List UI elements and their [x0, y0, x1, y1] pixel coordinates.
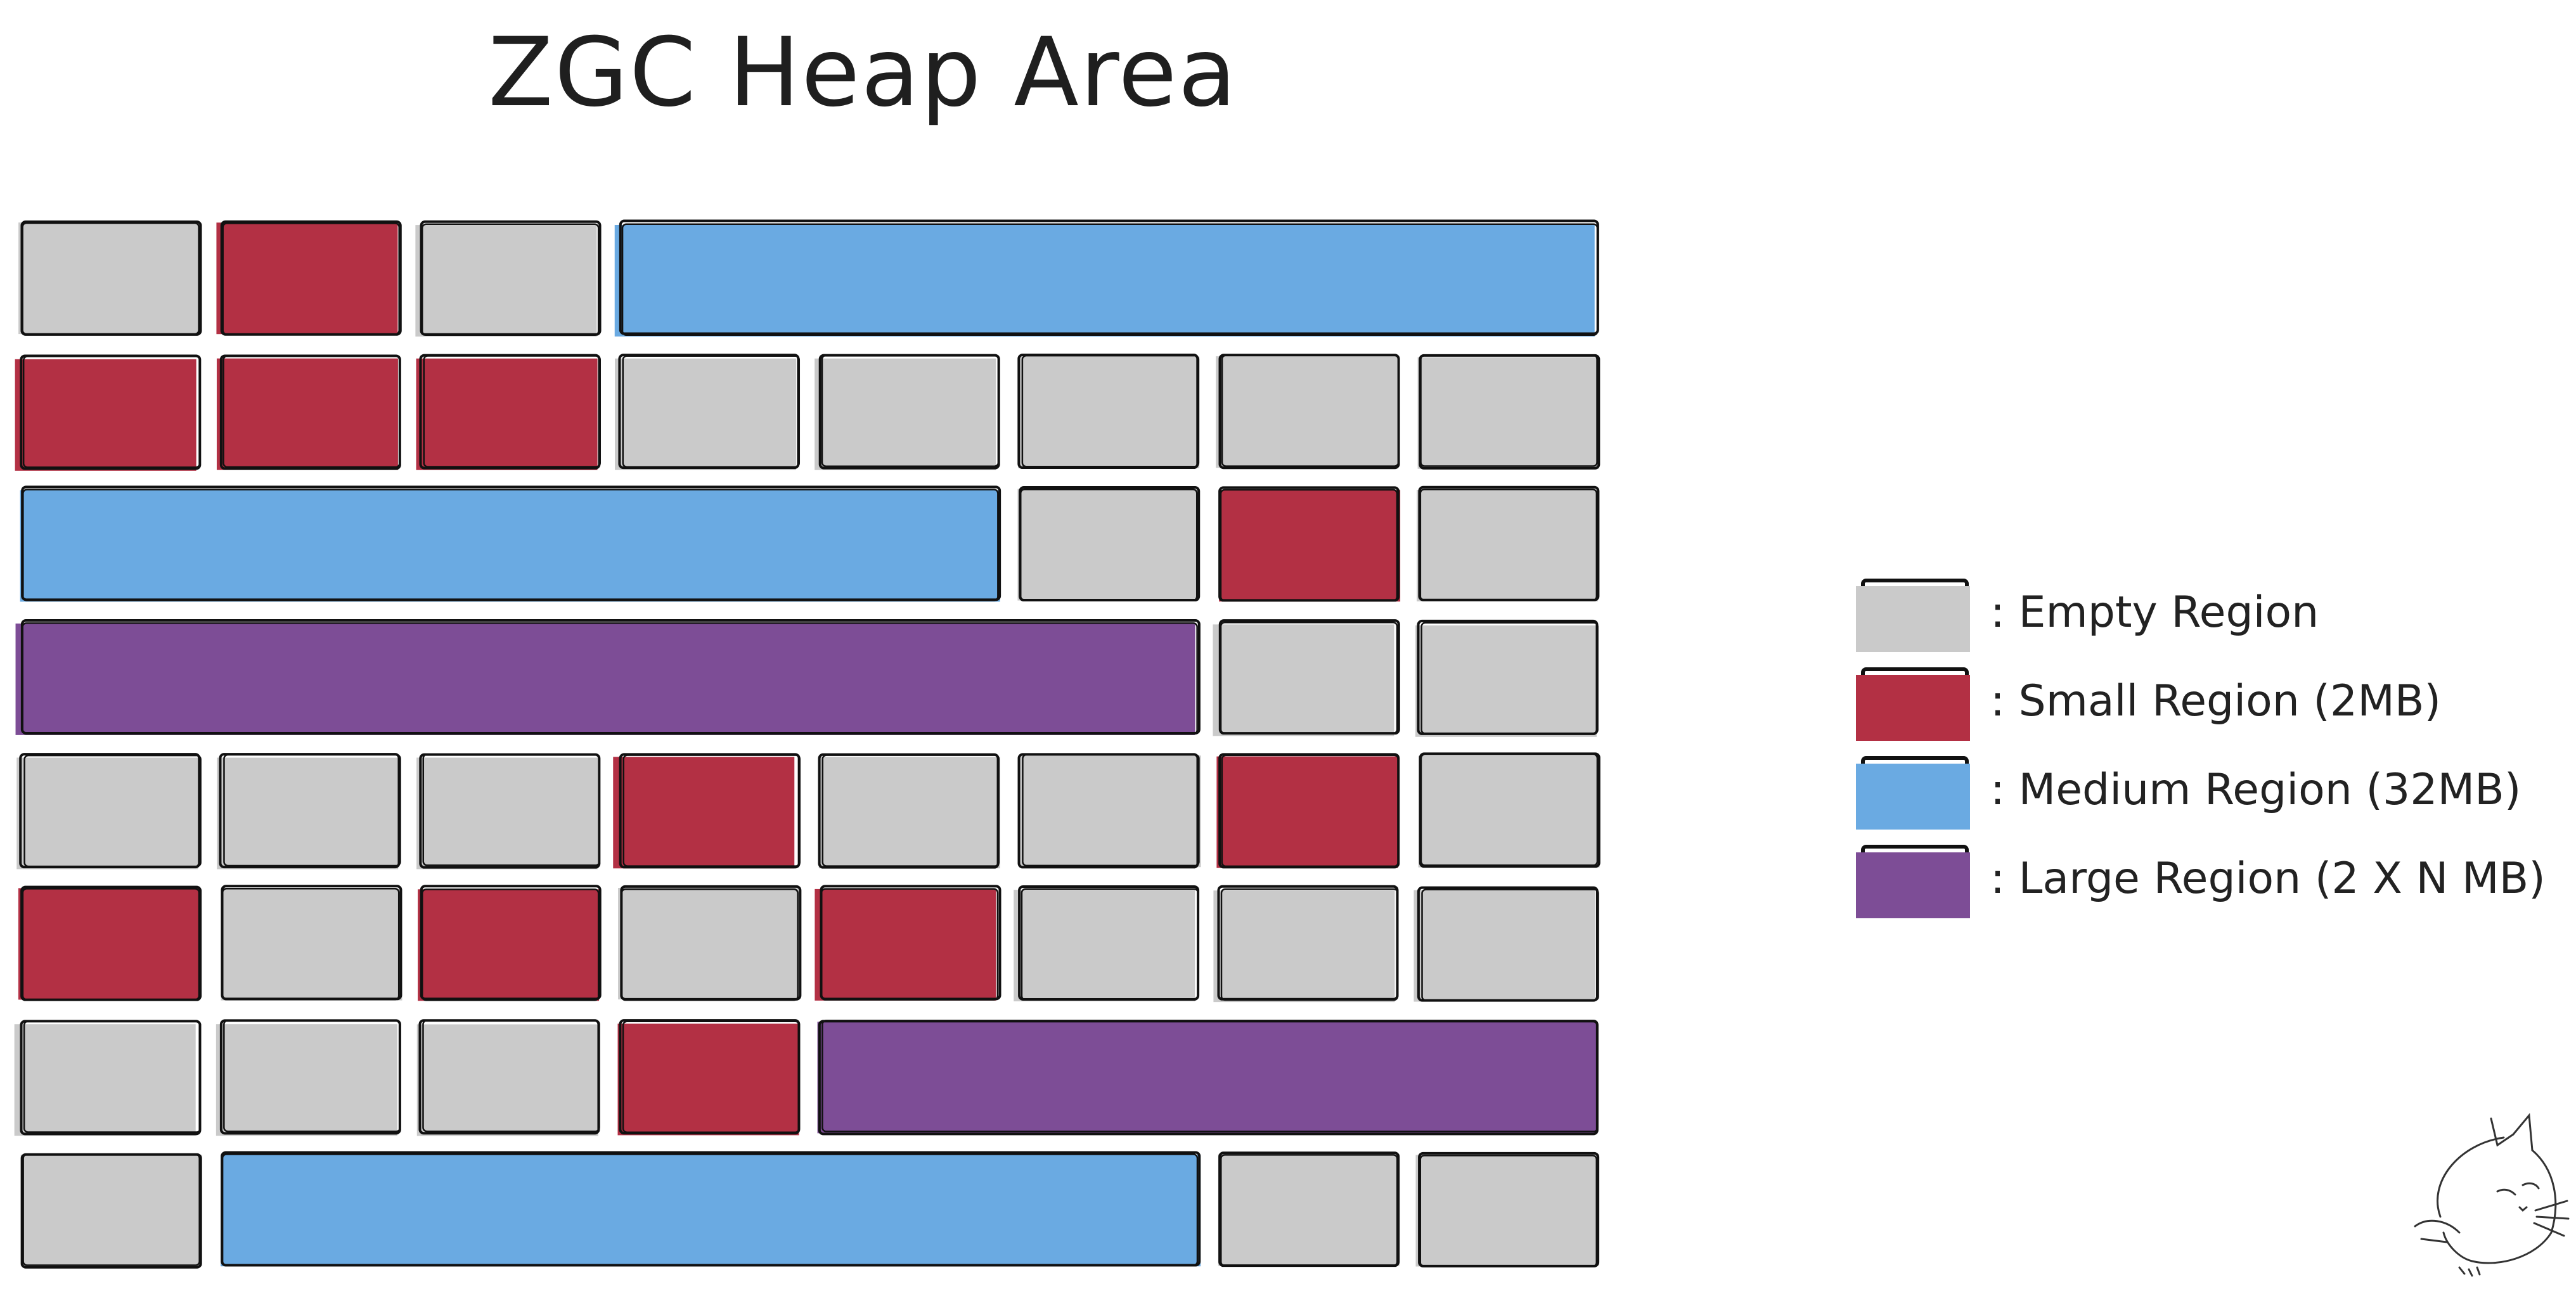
region-cell-small: [18, 885, 202, 1001]
region-cell-empty: [818, 753, 1000, 869]
legend-label-medium: : Medium Region (32MB): [1990, 765, 2521, 815]
region-cell-large: [15, 619, 1201, 735]
region-cell-empty: [1415, 1151, 1600, 1267]
region-cell-small: [418, 885, 602, 1001]
region-cell-small: [416, 354, 602, 470]
legend-swatch-empty: [1856, 579, 1970, 652]
legend-label-small: : Small Region (2MB): [1990, 676, 2442, 726]
legend-swatch-medium: [1856, 756, 1970, 830]
legend-swatch-small: [1856, 667, 1970, 741]
region-cell-empty: [1014, 885, 1200, 1002]
region-cell-medium: [221, 1151, 1201, 1267]
legend-swatch-large: [1856, 845, 1970, 918]
legend-item-empty: : Empty Region: [1856, 574, 2554, 656]
region-cell-empty: [1213, 619, 1400, 736]
diagram-title: ZGC Heap Area: [488, 18, 1238, 128]
region-cell-empty: [221, 885, 402, 1001]
region-cell-empty: [14, 1020, 202, 1136]
region-cell-small: [815, 885, 1001, 1001]
legend-label-large: : Large Region (2 X N MB): [1990, 854, 2546, 904]
region-cell-empty: [16, 753, 202, 869]
legend-label-empty: : Empty Region: [1990, 587, 2319, 638]
region-cell-empty: [416, 1019, 600, 1136]
region-cell-empty: [415, 220, 602, 337]
region-cell-empty: [1417, 485, 1600, 601]
region-cell-small: [1218, 486, 1401, 602]
legend-item-small: : Small Region (2MB): [1856, 662, 2554, 745]
region-cell-empty: [1417, 354, 1600, 470]
region-cell-empty: [1418, 752, 1600, 868]
sleeping-cat-icon: [2414, 1113, 2570, 1277]
region-cell-empty: [1017, 354, 1200, 470]
region-cell-small: [1216, 753, 1400, 869]
region-cell-small: [216, 354, 401, 470]
region-cell-empty: [1216, 354, 1400, 470]
legend-item-medium: : Medium Region (32MB): [1856, 751, 2554, 833]
region-cell-small: [15, 354, 202, 471]
region-cell-medium: [20, 485, 1001, 602]
region-cell-empty: [216, 1019, 401, 1136]
region-cell-empty: [1218, 1151, 1400, 1267]
region-cell-small: [617, 1019, 801, 1136]
region-cell-small: [613, 753, 801, 869]
region-cell-empty: [1017, 486, 1201, 602]
region-cell-empty: [1213, 885, 1399, 1003]
legend-item-large: : Large Region (2 X N MB): [1856, 840, 2554, 922]
region-cell-empty: [18, 220, 202, 336]
region-cell-empty: [618, 885, 802, 1001]
region-cell-empty: [1414, 886, 1599, 1002]
region-cell-empty: [416, 753, 601, 869]
region-cell-empty: [217, 753, 401, 869]
region-cell-medium: [614, 219, 1599, 337]
region-cell-empty: [20, 1153, 202, 1269]
region-cell-empty: [815, 354, 1000, 470]
region-cell-empty: [1017, 753, 1201, 869]
region-cell-empty: [615, 354, 801, 470]
region-cell-small: [216, 220, 402, 336]
region-cell-empty: [1415, 619, 1599, 737]
region-cell-large: [817, 1020, 1599, 1136]
